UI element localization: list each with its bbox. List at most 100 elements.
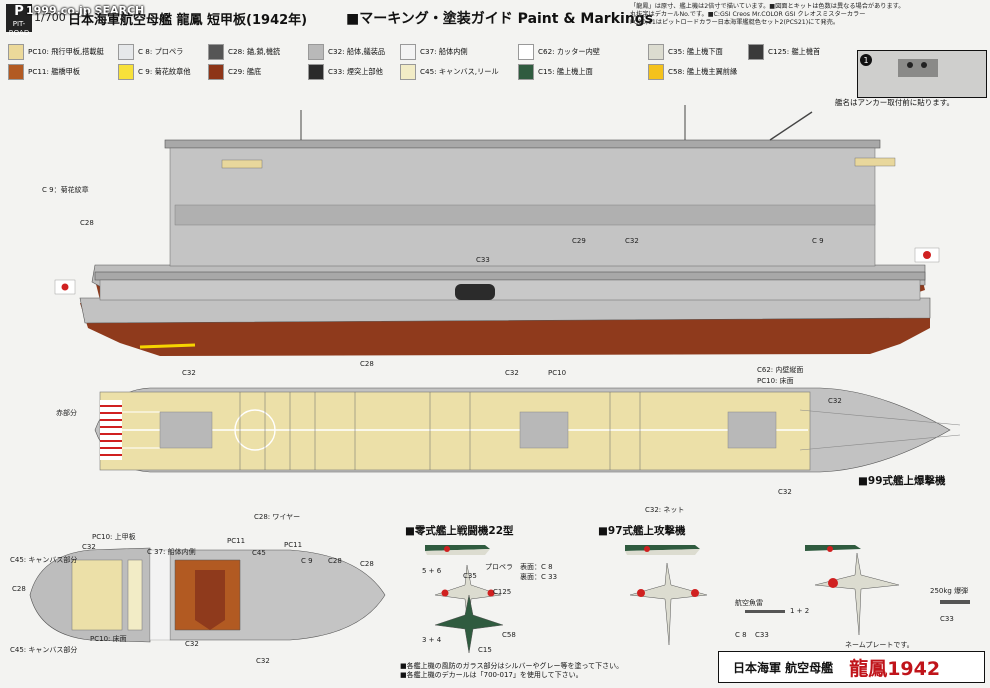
legend-swatch — [648, 64, 664, 80]
label-c45-b: C45: キャンバス部分 — [10, 646, 78, 654]
label-zero-c35: C35 — [463, 572, 477, 580]
label-c37: C 37: 船体内側 — [147, 548, 196, 556]
legend-item: C37: 船体内側 — [400, 44, 468, 60]
legend-label: C28: 錨,鎖,機銃 — [228, 47, 281, 56]
legend-item: C28: 錨,鎖,機銃 — [208, 44, 280, 60]
label-c28: C28 — [80, 219, 94, 227]
legend-item: C33: 煙突上部他 — [308, 64, 383, 80]
scale-label: 1/700 — [34, 11, 66, 24]
label-deck-pc10b: PC10: 床面 — [757, 377, 794, 385]
label-zero-c125: C125 — [493, 588, 512, 596]
label-c29: C29 — [572, 237, 586, 245]
legend-swatch — [400, 44, 416, 60]
deck-stripes — [100, 400, 122, 460]
legend-item: C35: 艦上機下面 — [648, 44, 723, 60]
footer-notes: ■各艦上機の風防のガラス部分はシルバーやグレー等を塗って下さい。 ■各艦上機のデ… — [400, 662, 623, 680]
label-zero-prop: プロペラ — [485, 563, 513, 571]
label-deck-c32b: C32 — [505, 369, 519, 377]
legend-label: C125: 艦上機首 — [768, 47, 821, 56]
legend-item: C 9: 菊花紋章他 — [118, 64, 191, 80]
legend-swatch — [118, 64, 134, 80]
label-akabubun: 赤部分 — [56, 409, 77, 417]
legend-item: C29: 艦底 — [208, 64, 261, 80]
decal-pair-56: 5 + 6 — [422, 567, 442, 575]
label-c9-kiku: C 9：菊花紋章 — [42, 186, 89, 194]
note-line: 丸抜字はデカールNo.です。■C:GSI Creos Mr.COLOR GSI … — [630, 11, 866, 19]
legend-swatch — [748, 44, 764, 60]
label-detail-c32: C32 — [82, 543, 96, 551]
header-notes: 「龍鳳」は原寸、艦上機は2倍寸で描いています。■図面とキットは色数は異なる場合が… — [630, 3, 985, 28]
label-torpedo: 航空魚雷 — [735, 599, 763, 607]
legend-label: C62: カッター内壁 — [538, 47, 600, 56]
label-zero-c15: C15 — [478, 646, 492, 654]
label-detail-c9: C 9 — [301, 557, 313, 565]
legend-label: C15: 艦上機上面 — [538, 67, 593, 76]
legend-item: PC10: 飛行甲板,搭載艇 — [8, 44, 104, 60]
watermark: 1999.co.jp SEARCH — [26, 4, 145, 17]
nameplate: 日本海軍 航空母艦 龍鳳1942 — [718, 651, 985, 683]
legend-item: C 8: プロペラ — [118, 44, 183, 60]
nameplate-text-1: 日本海軍 航空母艦 — [733, 660, 834, 675]
legend-swatch — [400, 64, 416, 80]
label-c33: C33 — [476, 256, 490, 264]
legend-swatch — [8, 44, 24, 60]
legend-item: C45: キャンバス,リール — [400, 64, 499, 80]
guide-title: ■マーキング・塗装ガイド Paint & Markings — [346, 11, 654, 27]
note-line: 「龍鳳」は原寸、艦上機は2倍寸で描いています。■図面とキットは色数は異なる場合が… — [630, 3, 905, 10]
legend-label: C 9: 菊花紋章他 — [138, 67, 191, 76]
side-view-port — [54, 271, 931, 356]
val-title: ■99式艦上爆撃機 — [858, 475, 946, 487]
legend-label: PC11: 艦橋甲板 — [28, 67, 80, 76]
decal-pair-12: 1 + 2 — [790, 607, 810, 615]
legend-item: C15: 艦上機上面 — [518, 64, 593, 80]
footer-note: ■各艦上機のデカールは「700-017」を使用して下さい。 — [400, 671, 583, 679]
label-deck-c62: C62: 内壁縦面 — [757, 366, 804, 374]
legend-label: C32: 船体,艤装品 — [328, 47, 386, 56]
color-legend: PC10: 飛行甲板,搭載艇 C 8: プロペラ C28: 錨,鎖,機銃 C32: 船… — [8, 30, 820, 90]
label-pc11-b: PC11 — [284, 541, 303, 549]
legend-swatch — [8, 64, 24, 80]
legend-label: C 8: プロペラ — [138, 47, 184, 56]
zero-fighter-title: ■零式艦上戦闘機22型 — [405, 525, 514, 537]
label-kate-c8: C 8 — [735, 631, 747, 639]
legend-swatch — [208, 64, 224, 80]
label-detail-c32a: C32 — [185, 640, 199, 648]
label-bomb: 250kg 爆弾 — [930, 587, 969, 595]
aircraft-drawings — [425, 545, 970, 654]
note-line: PC10,11はピットロードカラー日本海軍艦艇色セット2(PCS21)にて発売。 — [630, 19, 840, 27]
legend-swatch — [648, 44, 664, 60]
anchor-drawing: 1 — [858, 51, 986, 97]
legend-swatch — [518, 64, 534, 80]
legend-swatch — [308, 64, 324, 80]
label-kate-c33: C33 — [755, 631, 769, 639]
legend-label: C33: 煙突上部他 — [328, 67, 383, 76]
legend-item: C58: 艦上機主翼前縁 — [648, 64, 737, 80]
label-deck-c32a: C32 — [182, 369, 196, 377]
legend-item: PC11: 艦橋甲板 — [8, 64, 80, 80]
legend-swatch — [208, 44, 224, 60]
label-zero-ura: 裏面：C 33 — [520, 573, 558, 581]
legend-swatch — [308, 44, 324, 60]
label-pc10-floor: PC10: 床面 — [90, 635, 127, 643]
label-val-c33: C33 — [940, 615, 954, 623]
legend-item: C62: カッター内壁 — [518, 44, 600, 60]
label-deck-wire: C28: ワイヤー — [254, 513, 301, 521]
label-detail-c28a: C28 — [328, 557, 342, 565]
label-zero-omote: 表面：C 8 — [520, 563, 553, 571]
legend-swatch — [518, 44, 534, 60]
legend-item: C125: 艦上機首 — [748, 44, 820, 60]
detail-views — [29, 547, 386, 643]
legend-label: C58: 艦上機主翼前縁 — [668, 67, 738, 76]
label-deck-pc10: PC10 — [548, 369, 567, 377]
nameplate-text-2: 龍鳳1942 — [849, 657, 941, 680]
legend-swatch — [118, 44, 134, 60]
label-deck-c32c: C32 — [828, 397, 842, 405]
label-detail-c45: C45 — [252, 549, 266, 557]
legend-item: C32: 船体,艤装品 — [308, 44, 385, 60]
legend-label: C35: 艦上機下面 — [668, 47, 723, 56]
label-zero-c58: C58 — [502, 631, 516, 639]
nameplate-label: ネームプレートです。 — [845, 641, 914, 649]
legend-label: C29: 艦底 — [228, 67, 262, 76]
label-c45-a: C45: キャンバス部分 — [10, 556, 78, 564]
